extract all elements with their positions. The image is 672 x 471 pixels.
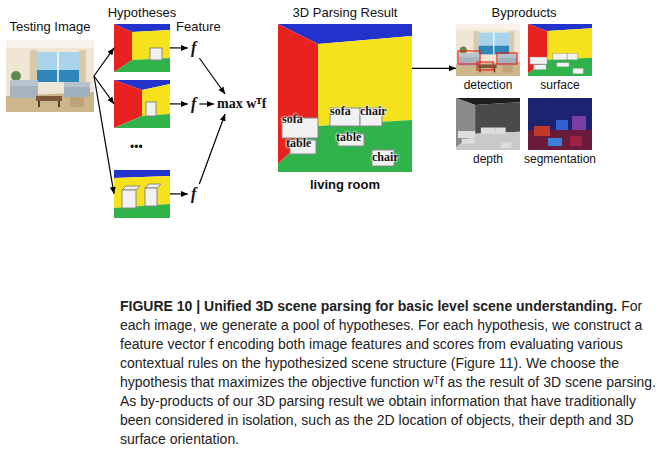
column-heading: Feature (176, 20, 221, 34)
caption-text: For each image, we generate a pool of hy… (120, 298, 656, 447)
flow-arrow (170, 103, 188, 104)
flow-arrow (412, 68, 456, 69)
object-label: chair (372, 150, 399, 164)
image-heading: Hypotheses (108, 4, 177, 21)
image-heading: segmentation (524, 151, 596, 168)
symbol-text: f (188, 94, 199, 114)
feature-vector: f (188, 94, 199, 114)
byproduct-image: segmentation (528, 98, 592, 150)
flow-arrow (199, 114, 225, 184)
image-heading: detection (464, 77, 513, 94)
image-heading: Testing Image (10, 18, 91, 35)
object-label: sofa (330, 104, 351, 118)
feature-vector: f (188, 184, 199, 204)
hypotheses-group: Hypotheses (114, 24, 170, 220)
figure-title: FIGURE 10 | Unified 3D scene parsing for… (120, 298, 617, 314)
ellipsis: ••• (130, 140, 143, 154)
symbol-text: max wᵀf (214, 94, 269, 114)
testing-image: Testing Image (6, 40, 94, 112)
byproduct-image: detection (456, 24, 520, 76)
byproduct-image: surface (528, 24, 592, 76)
objective-function: max wᵀf (214, 94, 269, 114)
feature-vector: f (188, 38, 199, 58)
image-heading: surface (540, 77, 579, 94)
image-heading: depth (473, 151, 503, 168)
object-label: sofa (282, 112, 303, 126)
symbol-text: f (188, 184, 199, 204)
flow-arrow (199, 58, 225, 94)
image-heading: 3D Parsing Result (293, 4, 398, 21)
byproducts-group: Byproductsdetectionsurfacedepthsegmentat… (456, 24, 592, 168)
object-label: chair (360, 104, 387, 118)
object-label: table (286, 136, 311, 150)
flow-arrow (170, 47, 188, 48)
flow-arrow (170, 193, 188, 194)
object-label: table (336, 130, 361, 144)
figure-caption: FIGURE 10 | Unified 3D scene parsing for… (120, 297, 668, 449)
scene-label: living room (310, 176, 380, 193)
flow-arrow (199, 103, 214, 104)
flow-arrow (94, 76, 114, 194)
flow-arrow (94, 76, 114, 104)
flow-arrow (94, 48, 114, 76)
image-heading: Byproducts (491, 4, 556, 21)
byproduct-image: depth (456, 98, 520, 150)
symbol-text: f (188, 38, 199, 58)
